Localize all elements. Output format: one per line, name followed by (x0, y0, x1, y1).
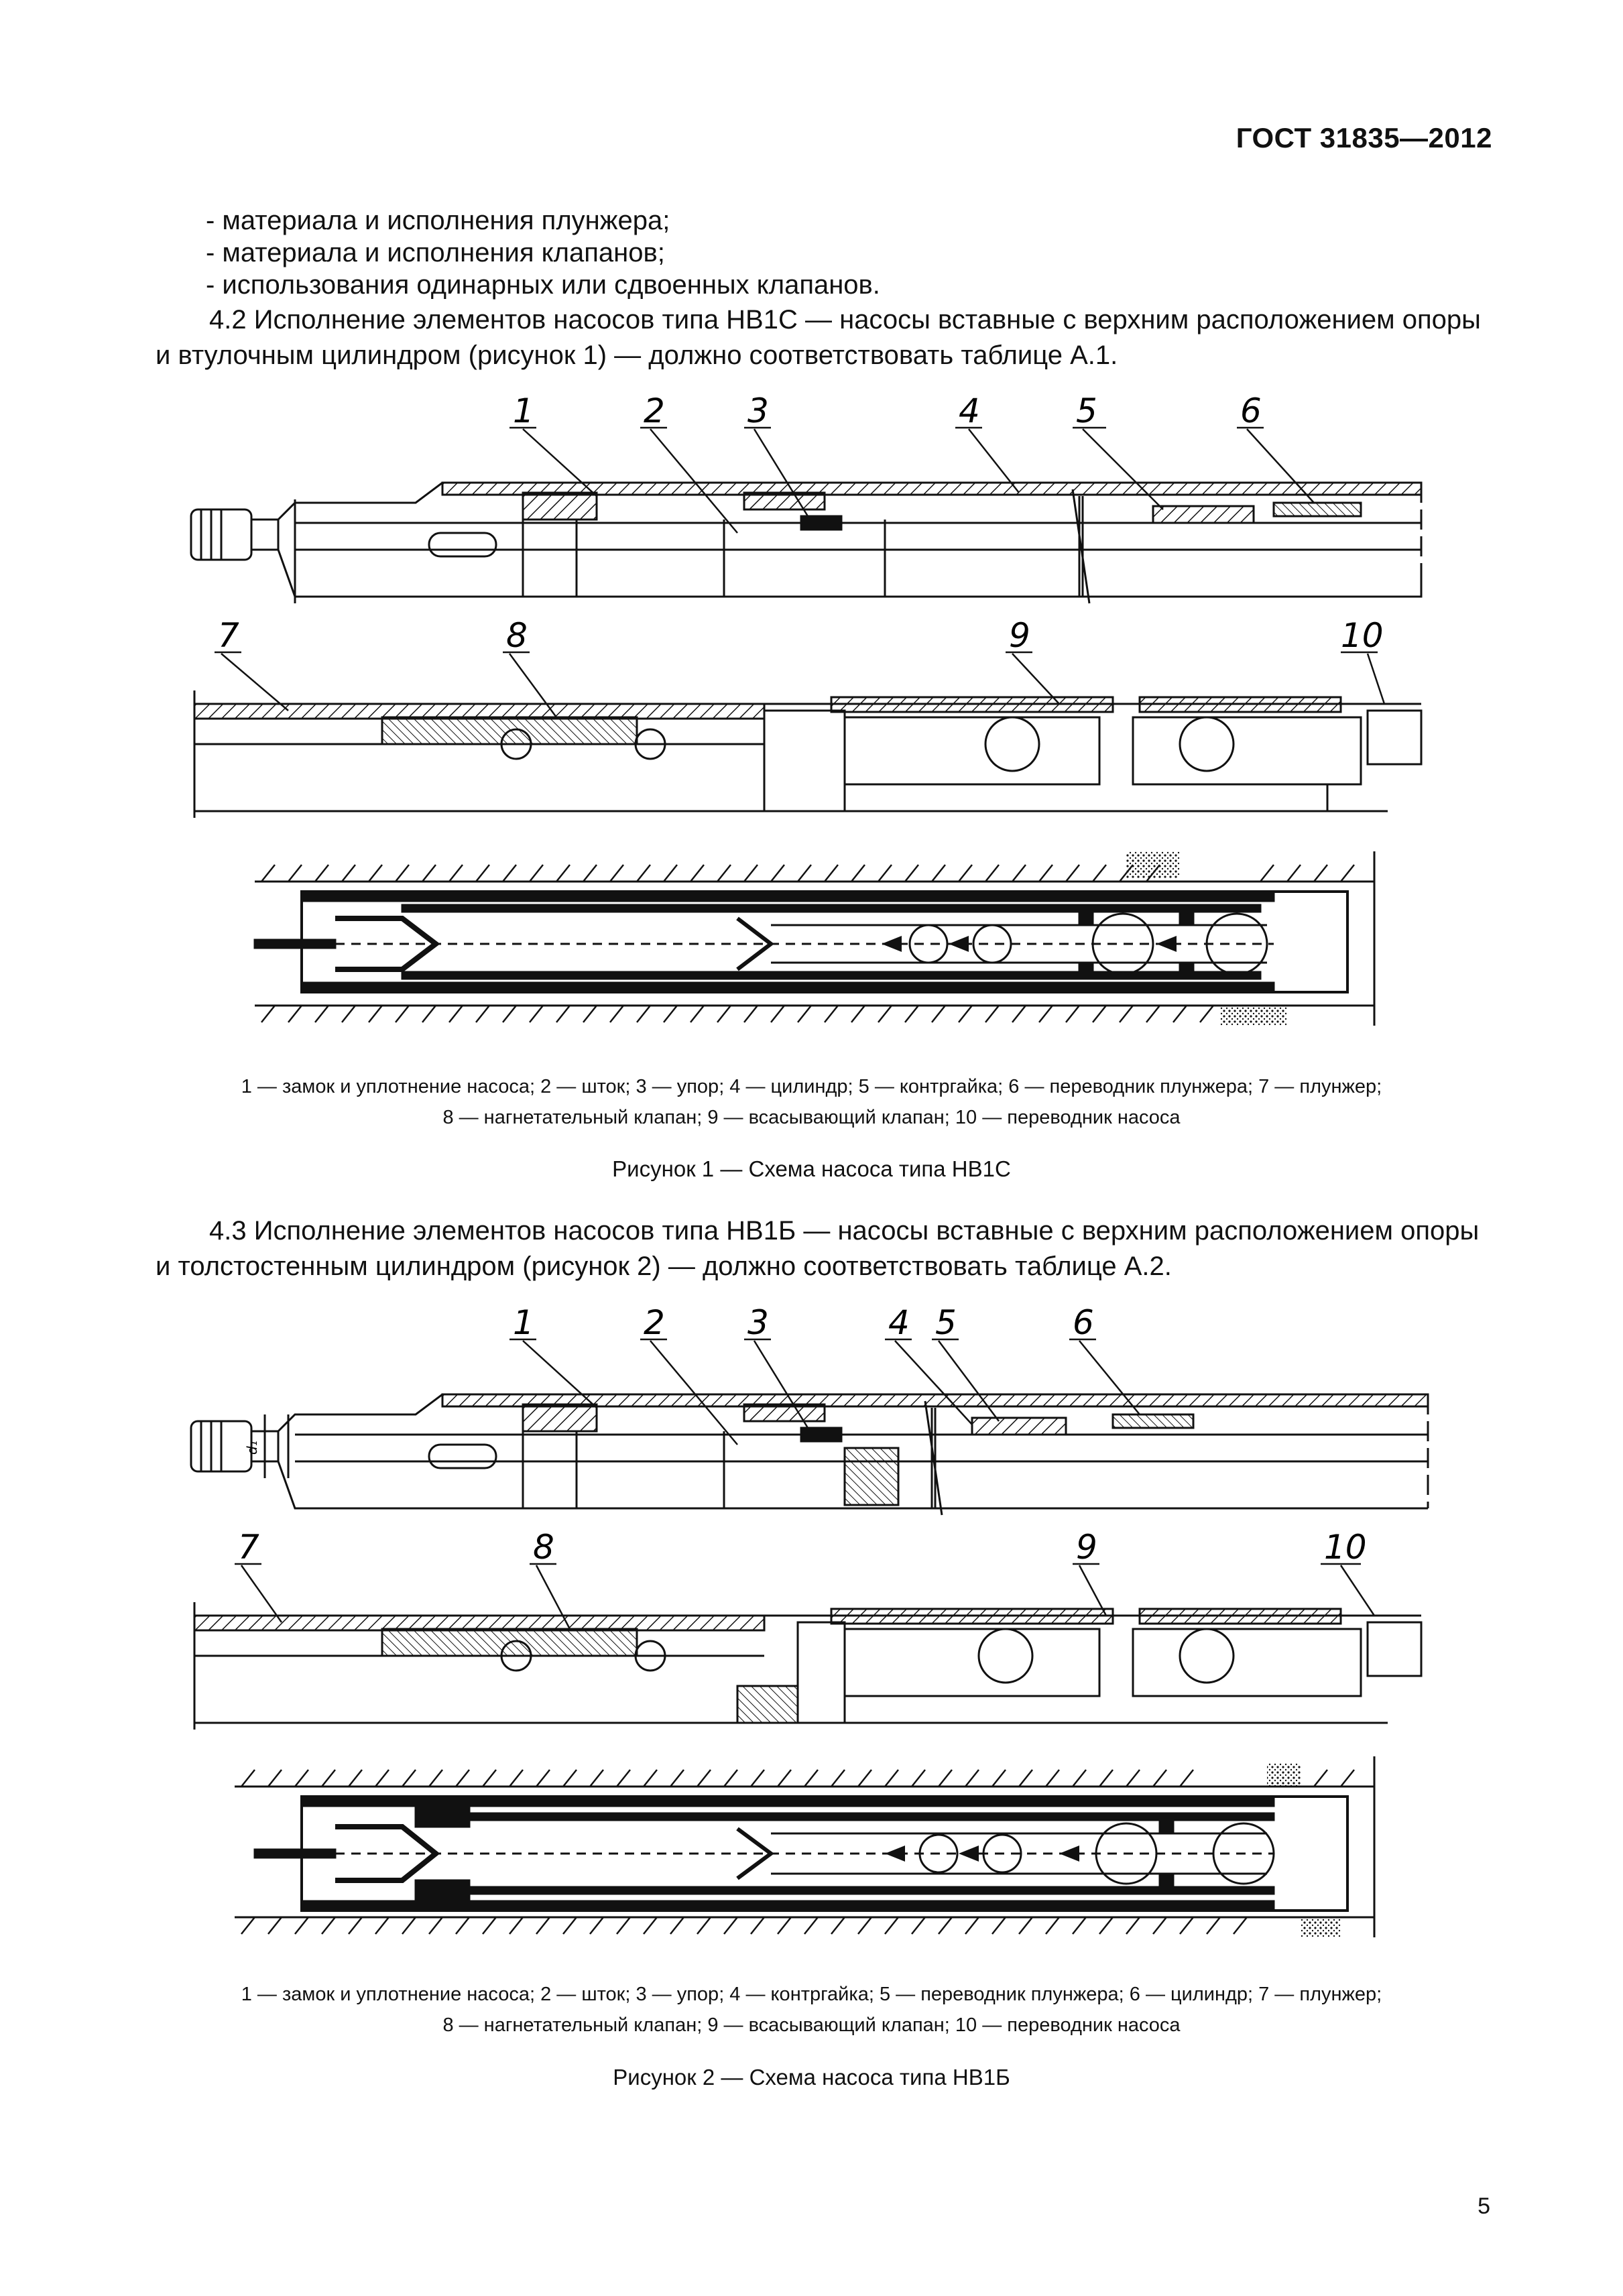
fig1-callout-4: 4 (959, 391, 980, 430)
figure-2-middle-assembly (193, 1602, 1423, 1730)
figure-2-leaders-bottom (235, 1563, 1376, 1630)
figure-1-leaders-top (522, 428, 1315, 534)
figure-1-caption: Рисунок 1 — Схема насоса типа НВ1С (612, 1156, 1011, 1181)
figure-1-schematic (253, 851, 1376, 1026)
fig2-callout-6: 6 (1073, 1303, 1094, 1342)
fig1-callout-6: 6 (1240, 391, 1262, 430)
figure-1-legend-line-2: 8 — нагнетательный клапан; 9 — всасывающ… (442, 1107, 1181, 1128)
fig2-callout-7: 7 (238, 1528, 259, 1567)
bullet-single-double-valves: - использования одинарных или сдвоенных … (206, 270, 880, 300)
figure-2-legend-line-1: 1 — замок и уплотнение насоса; 2 — шток;… (241, 1984, 1382, 2005)
figure-2-schematic (235, 1756, 1376, 1937)
fig1-callout-3: 3 (747, 391, 769, 430)
fig2-callout-3: 3 (747, 1303, 769, 1342)
fig1-callout-8: 8 (506, 616, 528, 655)
bullet-plunger-material: - материала и исполнения плунжера; (206, 206, 670, 235)
standard-number-header: ГОСТ 31835—2012 (1236, 122, 1492, 154)
figure-1-legend: 1 — замок и уплотнение насоса; 2 — шток;… (101, 1071, 1522, 1133)
figure-2-caption: Рисунок 2 — Схема насоса типа НВ1Б (613, 2065, 1010, 2090)
figure-1-drawing: 1 2 3 4 5 6 7 8 9 10 (190, 391, 1423, 1026)
fig1-callout-2: 2 (644, 391, 665, 430)
paragraph-4-3: 4.3 Исполнение элементов насосов типа НВ… (156, 1210, 1496, 1288)
page-number: 5 (1478, 2193, 1490, 2219)
paragraph-4-2: 4.2 Исполнение элементов насосов типа НВ… (156, 299, 1496, 377)
fig2-dim-d1: d₁ (244, 1441, 260, 1455)
fig1-callout-5: 5 (1076, 391, 1097, 430)
figure-1-legend-line-1: 1 — замок и уплотнение насоса; 2 — шток;… (241, 1076, 1382, 1097)
figure-1-leaders-bottom (215, 651, 1386, 718)
paragraph-4-2-line-1: 4.2 Исполнение элементов насосов типа НВ… (209, 305, 1481, 335)
figure-1-middle-assembly (193, 690, 1423, 818)
figure-2-drawing: d₁ 1 2 3 4 5 6 (190, 1303, 1429, 1937)
figure-2-upper-assembly (190, 1393, 1429, 1516)
figure-2-leaders-top (509, 1338, 1140, 1445)
fig2-callout-1: 1 (513, 1303, 534, 1342)
bullet-valve-material: - материала и исполнения клапанов; (206, 238, 665, 267)
fig1-callout-7: 7 (218, 616, 239, 655)
paragraph-4-3-line-1: 4.3 Исполнение элементов насосов типа НВ… (209, 1216, 1480, 1246)
fig2-callout-10: 10 (1324, 1528, 1367, 1567)
paragraph-4-2-line-2: и втулочным цилиндром (рисунок 1) — долж… (156, 341, 1118, 370)
figure-2-legend: 1 — замок и уплотнение насоса; 2 — шток;… (101, 1979, 1522, 2041)
paragraph-4-3-line-2: и толстостенным цилиндром (рисунок 2) — … (156, 1252, 1172, 1281)
fig1-callout-9: 9 (1009, 616, 1030, 655)
fig2-callout-8: 8 (533, 1528, 554, 1567)
figure-1-upper-assembly (190, 481, 1423, 604)
fig2-callout-5: 5 (935, 1303, 957, 1342)
fig2-callout-4: 4 (888, 1303, 910, 1342)
fig2-callout-9: 9 (1076, 1528, 1097, 1567)
fig2-callout-2: 2 (644, 1303, 665, 1342)
fig1-callout-10: 10 (1341, 616, 1384, 655)
figure-2-legend-line-2: 8 — нагнетательный клапан; 9 — всасывающ… (442, 2014, 1181, 2036)
fig1-callout-1: 1 (513, 391, 534, 430)
